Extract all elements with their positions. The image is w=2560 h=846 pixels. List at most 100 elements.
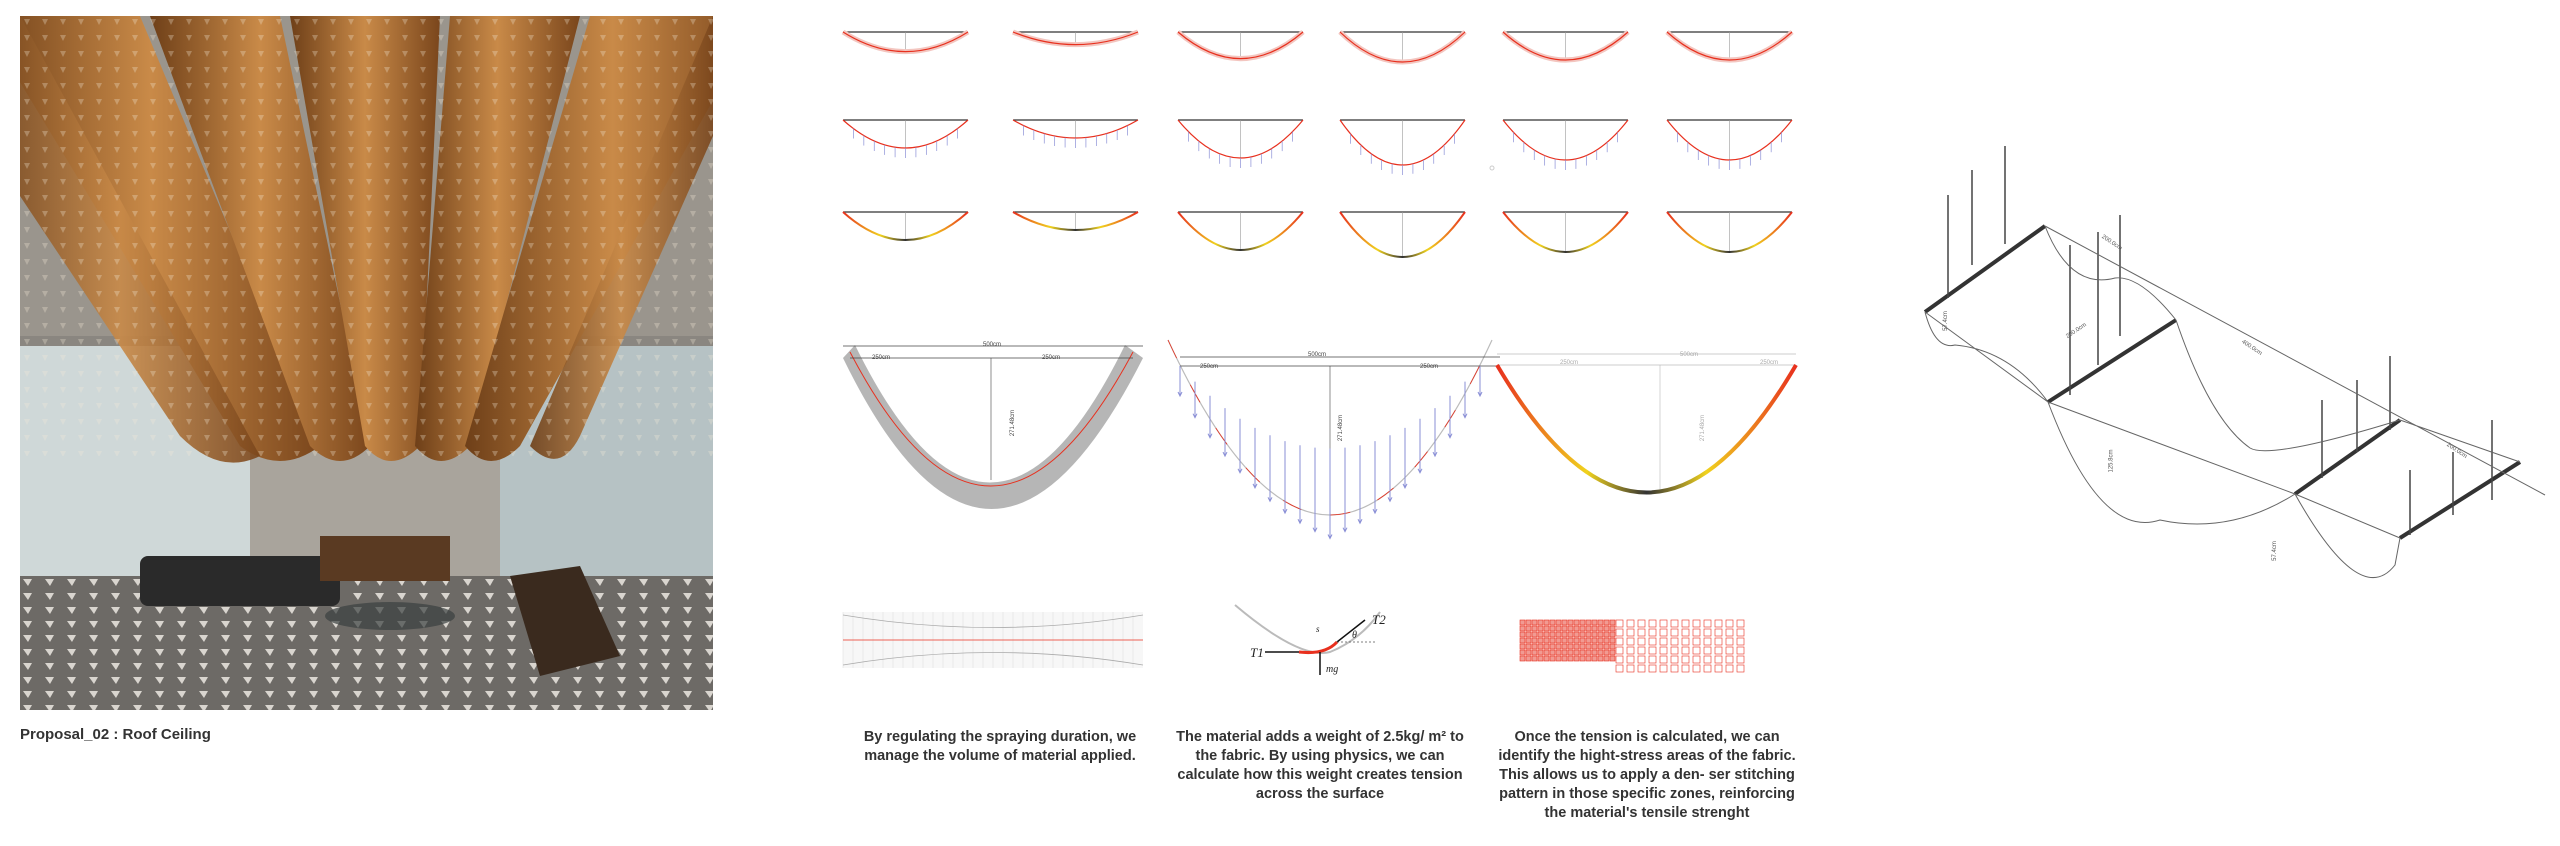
stitch-cell: [1626, 637, 1635, 646]
load-arrowhead: [1297, 518, 1303, 525]
stitch-cell: [1725, 637, 1734, 646]
stitch-cell: [1585, 631, 1592, 638]
stitch-cell: [1670, 655, 1679, 664]
support-rail: [2293, 418, 2402, 496]
stitch-cell: [1670, 619, 1679, 628]
stitch-cell: [1585, 625, 1592, 632]
grid-curve: [1177, 211, 1304, 251]
roof-ceiling-render: [20, 16, 713, 710]
stitch-cell: [1579, 655, 1586, 662]
stitch-cell: [1603, 637, 1610, 644]
marker-dot: [1489, 165, 1495, 171]
stitch-cell: [1555, 643, 1562, 650]
stitch-cell: [1659, 637, 1668, 646]
stitch-cell: [1714, 664, 1723, 673]
stitch-cell: [1573, 619, 1580, 626]
stitch-cell: [1567, 643, 1574, 650]
stitch-cell: [1573, 649, 1580, 656]
load-arrowhead: [1327, 534, 1333, 540]
load-arrowhead: [1192, 413, 1198, 419]
iso-dim-label: 57.4cm: [1942, 311, 1949, 331]
vaults: [20, 16, 713, 463]
load-arrowhead: [1477, 391, 1483, 398]
span-half-label-1b: 250cm: [1042, 355, 1061, 361]
stitch-cell: [1579, 619, 1586, 626]
stitch-cell: [1725, 619, 1734, 628]
grid-curve: [842, 119, 969, 149]
stitch-cell: [1531, 649, 1538, 656]
load-arrowhead: [1312, 527, 1318, 533]
grid-curve: [842, 211, 969, 241]
load-arrowhead: [1372, 508, 1378, 515]
stitch-cell: [1648, 664, 1657, 673]
stitch-cell: [1591, 655, 1598, 662]
stitch-cell: [1626, 664, 1635, 673]
stitch-cell: [1637, 664, 1646, 673]
stitch-cell: [1597, 637, 1604, 644]
load-arrowhead: [1252, 483, 1258, 489]
span-total-label-3: 500cm: [1680, 352, 1699, 358]
stitch-cell: [1537, 637, 1544, 644]
stitch-cell: [1615, 655, 1624, 664]
stitch-cell: [1714, 637, 1723, 646]
load-arrowhead: [1282, 508, 1288, 515]
stitch-cell: [1659, 619, 1668, 628]
stitch-cell: [1736, 637, 1745, 646]
stitch-cell: [1626, 619, 1635, 628]
stitch-cell: [1537, 649, 1544, 656]
stitch-cell: [1561, 649, 1568, 656]
stitch-cell: [1615, 664, 1624, 673]
stitch-cell: [1703, 646, 1712, 655]
stitch-cell: [1519, 637, 1526, 644]
load-arrowhead: [1432, 451, 1438, 458]
sag-label-2: 271.48cm: [1338, 414, 1345, 442]
stitch-cell: [1519, 655, 1526, 662]
grid-curve: [842, 31, 969, 53]
stitch-cell: [1567, 619, 1574, 626]
stitch-cell: [1597, 619, 1604, 626]
stitch-cell: [1637, 628, 1646, 637]
stitch-cell: [1579, 649, 1586, 656]
stitch-cell: [1525, 631, 1532, 638]
stitch-cell: [1543, 625, 1550, 632]
stitch-cell: [1537, 631, 1544, 638]
stitch-cell: [1573, 655, 1580, 662]
stitch-cell: [1537, 619, 1544, 626]
stitch-cell: [1597, 655, 1604, 662]
stitch-cell: [1591, 625, 1598, 632]
stitch-cell: [1615, 637, 1624, 646]
load-arrowhead: [1207, 433, 1213, 439]
stitch-cell: [1591, 643, 1598, 650]
board-caption: Proposal_02 : Roof Ceiling: [20, 726, 211, 743]
stitch-cell: [1549, 631, 1556, 638]
tension-t2-arrow: [1336, 619, 1366, 643]
stitch-cell: [1615, 628, 1624, 637]
description-weight: The material adds a weight of 2.5kg/ m² …: [1176, 729, 1464, 802]
fabric-thickness-band: [843, 345, 1143, 509]
stitch-cell: [1567, 625, 1574, 632]
stitch-cell: [1681, 637, 1690, 646]
grid-curve: [1339, 211, 1466, 258]
stitch-cell: [1525, 637, 1532, 644]
arc-s-label: s: [1316, 624, 1320, 634]
stitch-cell: [1543, 637, 1550, 644]
stitch-cell: [1531, 643, 1538, 650]
span-total-label-1: 500cm: [983, 342, 1002, 348]
catenary-segment: [1234, 604, 1381, 654]
fabric-catenaries: [1924, 225, 2546, 578]
element-s: [1298, 640, 1339, 654]
stitch-cell: [1670, 646, 1679, 655]
tension-t1-label: T1: [1250, 645, 1264, 660]
stitch-cell: [1519, 649, 1526, 656]
stitch-cell: [1585, 619, 1592, 626]
stitch-cell: [1725, 664, 1734, 673]
stitch-cell: [1567, 655, 1574, 662]
sofa: [140, 556, 340, 606]
stitch-cell: [1692, 646, 1701, 655]
stitch-cell: [1549, 625, 1556, 632]
load-arrowhead: [1222, 451, 1228, 458]
stitch-cell: [1637, 619, 1646, 628]
stitch-cell: [1531, 625, 1538, 632]
grid-curve: [1177, 31, 1304, 60]
stitch-cell: [1537, 655, 1544, 662]
